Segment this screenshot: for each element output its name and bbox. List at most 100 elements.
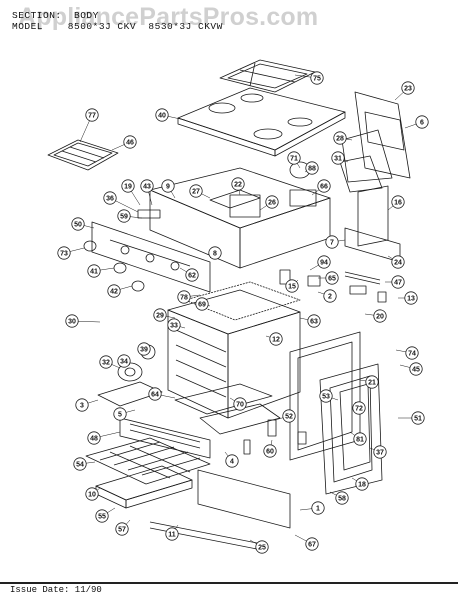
svg-text:16: 16 — [394, 199, 402, 206]
svg-text:64: 64 — [151, 391, 159, 398]
part-callout-8: 8 — [208, 246, 222, 260]
svg-text:28: 28 — [336, 135, 344, 142]
svg-text:72: 72 — [355, 405, 363, 412]
part-callout-62: 62 — [185, 268, 199, 282]
part-callout-70: 70 — [233, 397, 247, 411]
svg-text:24: 24 — [394, 259, 402, 266]
part-callout-39: 39 — [137, 342, 151, 356]
svg-text:33: 33 — [170, 322, 178, 329]
part-callout-88: 88 — [305, 161, 319, 175]
svg-text:15: 15 — [288, 283, 296, 290]
watermark: AppliancePartsPros.com — [18, 3, 319, 31]
svg-text:51: 51 — [414, 415, 422, 422]
part-callout-37: 37 — [373, 445, 387, 459]
svg-text:47: 47 — [394, 279, 402, 286]
part-callout-94: 94 — [317, 255, 331, 269]
part-callout-54: 54 — [73, 457, 87, 471]
part-callout-2: 2 — [323, 289, 337, 303]
part-callout-11: 11 — [165, 527, 179, 541]
part-callout-26: 26 — [265, 195, 279, 209]
part-callout-57: 57 — [115, 522, 129, 536]
cooktop-panel — [177, 87, 346, 157]
part-callout-5: 5 — [113, 407, 127, 421]
svg-text:39: 39 — [140, 346, 148, 353]
svg-text:48: 48 — [90, 435, 98, 442]
part-callout-71: 71 — [287, 151, 301, 165]
issue-date: Issue Date: 11/90 — [10, 585, 102, 595]
svg-text:88: 88 — [308, 165, 316, 172]
svg-text:46: 46 — [126, 139, 134, 146]
svg-text:41: 41 — [90, 268, 98, 275]
part-callout-24: 24 — [391, 255, 405, 269]
bracket-right — [344, 227, 401, 285]
oven-door — [319, 363, 383, 495]
part-callout-41: 41 — [87, 264, 101, 278]
part-callout-10: 10 — [85, 487, 99, 501]
svg-text:67: 67 — [308, 541, 316, 548]
part-callout-40: 40 — [155, 108, 169, 122]
footer-rule — [0, 582, 458, 584]
part-callout-73: 73 — [57, 246, 71, 260]
svg-text:19: 19 — [124, 183, 132, 190]
exploded-parts-diagram: 7540237746628317188661619439272226365985… — [47, 59, 429, 554]
part-callout-29: 29 — [153, 308, 167, 322]
svg-text:2: 2 — [328, 293, 332, 300]
part-callout-47: 47 — [391, 275, 405, 289]
svg-text:45: 45 — [412, 366, 420, 373]
svg-text:59: 59 — [120, 213, 128, 220]
svg-text:54: 54 — [76, 461, 84, 468]
oven-liner — [184, 281, 301, 321]
svg-text:32: 32 — [102, 359, 110, 366]
svg-text:66: 66 — [320, 183, 328, 190]
svg-text:8: 8 — [213, 250, 217, 257]
svg-text:43: 43 — [143, 183, 151, 190]
svg-text:55: 55 — [98, 513, 106, 520]
section-title: SECTION: BODY — [12, 10, 99, 21]
part-callout-64: 64 — [148, 387, 162, 401]
part-callout-33: 33 — [167, 318, 181, 332]
svg-text:22: 22 — [234, 181, 242, 188]
svg-text:40: 40 — [158, 112, 166, 119]
svg-text:74: 74 — [408, 350, 416, 357]
part-callout-59: 59 — [117, 209, 131, 223]
svg-text:3: 3 — [80, 402, 84, 409]
svg-text:18: 18 — [358, 481, 366, 488]
part-callout-48: 48 — [87, 431, 101, 445]
svg-text:12: 12 — [272, 336, 280, 343]
svg-text:34: 34 — [120, 358, 128, 365]
part-callout-20: 20 — [373, 309, 387, 323]
svg-text:4: 4 — [230, 458, 234, 465]
svg-text:5: 5 — [118, 411, 122, 418]
part-callout-27: 27 — [189, 184, 203, 198]
svg-text:63: 63 — [310, 318, 318, 325]
svg-text:36: 36 — [106, 195, 114, 202]
svg-text:77: 77 — [88, 112, 96, 119]
svg-text:30: 30 — [68, 318, 76, 325]
part-callout-21: 21 — [365, 375, 379, 389]
part-callout-72: 72 — [352, 401, 366, 415]
part-callout-7: 7 — [325, 235, 339, 249]
part-callout-15: 15 — [285, 279, 299, 293]
svg-text:26: 26 — [268, 199, 276, 206]
part-callout-67: 67 — [305, 537, 319, 551]
part-callout-52: 52 — [282, 409, 296, 423]
svg-text:53: 53 — [322, 393, 330, 400]
svg-text:75: 75 — [313, 75, 321, 82]
small-hardware — [137, 161, 387, 455]
part-callout-3: 3 — [75, 398, 89, 412]
svg-text:10: 10 — [88, 491, 96, 498]
svg-text:11: 11 — [168, 531, 176, 538]
part-callout-66: 66 — [317, 179, 331, 193]
svg-text:29: 29 — [156, 312, 164, 319]
part-callout-31: 31 — [331, 151, 345, 165]
svg-text:20: 20 — [376, 313, 384, 320]
svg-text:78: 78 — [180, 294, 188, 301]
svg-text:62: 62 — [188, 272, 196, 279]
part-callout-30: 30 — [65, 314, 79, 328]
broiler-drawer-front — [119, 417, 211, 459]
svg-text:42: 42 — [110, 288, 118, 295]
svg-text:13: 13 — [407, 295, 415, 302]
part-callout-60: 60 — [263, 444, 277, 458]
part-callout-53: 53 — [319, 389, 333, 403]
part-callout-58: 58 — [335, 491, 349, 505]
